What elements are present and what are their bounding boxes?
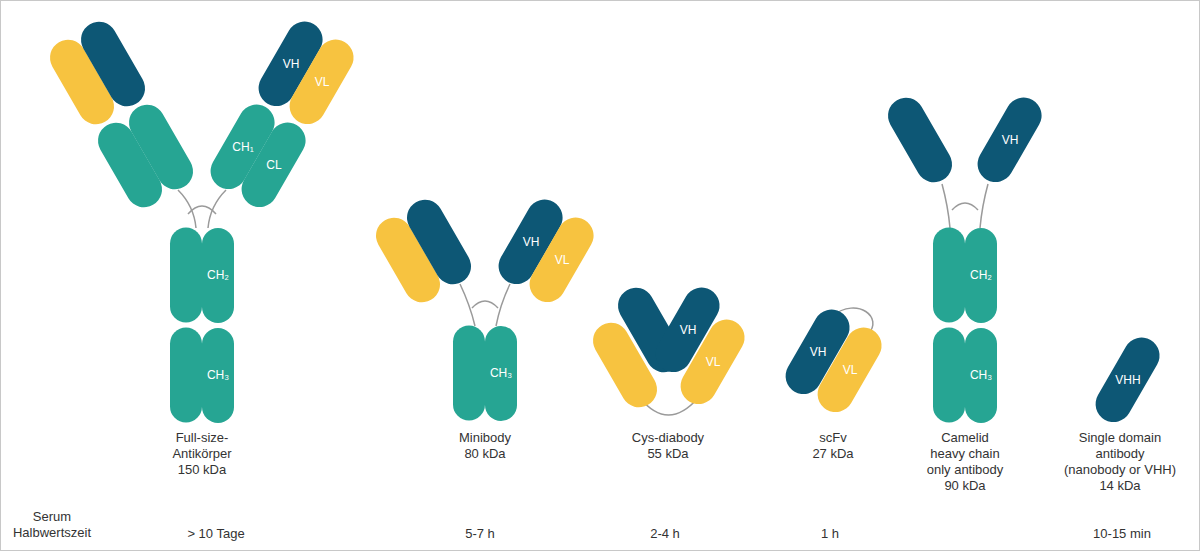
half-life-label: 10-15 min — [1062, 526, 1182, 542]
domain-label: CH₂ — [207, 268, 229, 282]
format-caption: 14 kDa — [1070, 478, 1170, 494]
vh-domain — [881, 91, 958, 189]
domain-label: VHH — [1115, 373, 1140, 387]
hinge — [942, 184, 950, 228]
domain-shape — [202, 228, 234, 323]
domain-shape — [965, 228, 997, 323]
antibody-domain: VL — [283, 33, 360, 131]
antibody-domain: CH₂ — [965, 228, 997, 323]
hinge-arc — [952, 203, 978, 210]
domain-label: VH — [1002, 133, 1019, 147]
domain-shape — [674, 313, 751, 411]
domain-shape — [965, 328, 997, 423]
antibody-domain: CH₃ — [202, 328, 234, 423]
hinge-lines — [178, 184, 988, 415]
hinge-arc — [188, 206, 216, 214]
hinge — [496, 284, 510, 326]
vh-domain — [400, 193, 477, 291]
format-caption: Cys-diabody — [608, 430, 728, 446]
format-caption: 27 kDa — [783, 446, 883, 462]
ch2-domain — [170, 228, 202, 323]
antibody-domain: VH — [971, 91, 1048, 189]
format-caption: Full-size-Antikörper — [156, 430, 248, 462]
ch3-domain — [933, 328, 965, 423]
domain-shape — [235, 116, 312, 214]
domain-label: CL — [266, 158, 281, 172]
domain-label: VL — [843, 363, 858, 377]
antibody-domain: CL — [235, 116, 312, 214]
ch3-domain — [453, 326, 485, 421]
domain-shape — [1089, 331, 1166, 429]
format-caption: Single domain antibody — [1073, 430, 1168, 462]
antibody-domain: CH₃ — [965, 328, 997, 423]
domain-label: CH₃ — [970, 368, 992, 382]
domain-shape — [283, 33, 360, 131]
domain-label: VL — [315, 75, 330, 89]
format-caption: 80 kDa — [435, 446, 535, 462]
domain-label: CH₃ — [490, 366, 512, 380]
antibody-domain: VL — [674, 313, 751, 411]
hinge — [460, 284, 475, 326]
domain-label: VH — [283, 57, 300, 71]
domain-shape — [202, 328, 234, 423]
format-caption: Camelid heavy chain only antibody — [925, 430, 1005, 478]
format-caption: 150 kDa — [152, 462, 252, 478]
half-life-label: > 10 Tage — [156, 526, 276, 542]
antibody-domain: VHH — [1089, 331, 1166, 429]
half-life-label: 5-7 h — [430, 526, 530, 542]
ch2-domain — [933, 228, 965, 323]
domain-label: CH₁ — [232, 140, 253, 154]
antibody-domain: VL — [523, 211, 600, 309]
hinge — [980, 184, 988, 228]
domain-shape — [485, 326, 517, 421]
domain-shape — [971, 91, 1048, 189]
domain-label: VH — [810, 345, 827, 359]
antibody-domain: CH₃ — [485, 326, 517, 421]
format-caption: (nanobody or VHH) — [1050, 462, 1190, 478]
antibody-domain: VL — [811, 321, 888, 419]
ch3-domain — [170, 328, 202, 423]
domain-label: VL — [706, 355, 721, 369]
ch1-domain — [122, 98, 199, 196]
format-caption: 55 kDa — [618, 446, 718, 462]
domain-shape — [811, 321, 888, 419]
antibody-domain: CH₂ — [202, 228, 234, 323]
domain-label: CH₃ — [207, 368, 229, 382]
domain-label: VH — [523, 235, 540, 249]
domain-label: CH₂ — [970, 268, 992, 282]
vh-domain — [74, 15, 151, 113]
format-caption: 90 kDa — [915, 478, 1015, 494]
domain-label: VL — [555, 253, 570, 267]
half-life-label: Serum Halbwertszeit — [5, 509, 100, 541]
hinge-arc — [472, 301, 498, 308]
domain-shape — [523, 211, 600, 309]
format-caption: Minibody — [430, 430, 540, 446]
format-caption: scFv — [783, 430, 883, 446]
domain-label: VH — [680, 323, 697, 337]
half-life-label: 1 h — [780, 526, 880, 542]
half-life-label: 2-4 h — [615, 526, 715, 542]
